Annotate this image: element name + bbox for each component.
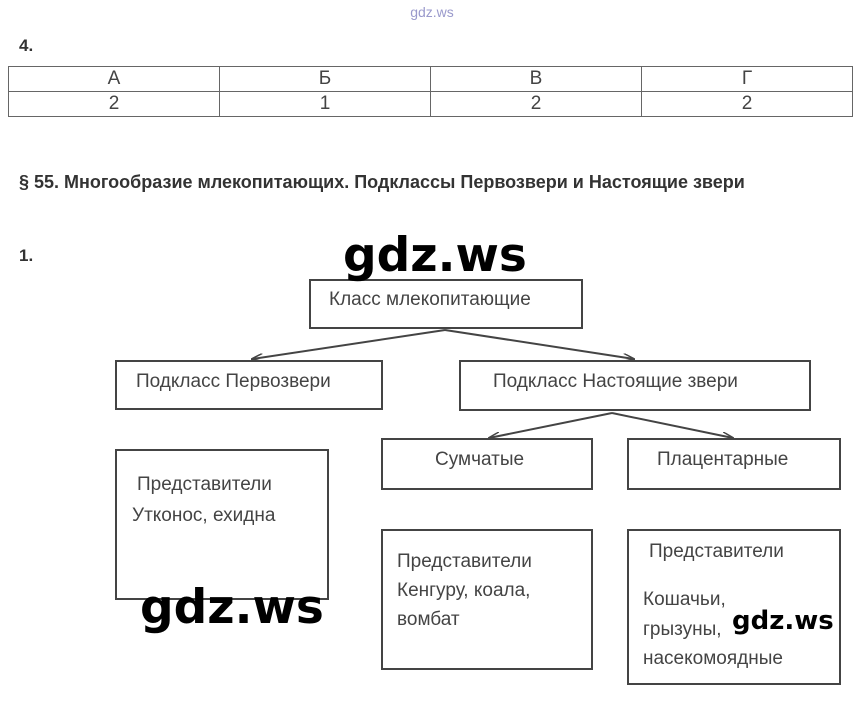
box-placentals: Плацентарные: [627, 438, 841, 490]
answer-table-value-row: 2 1 2 2: [8, 91, 853, 117]
box-subclass-prototheria: Подкласс Первозвери: [115, 360, 383, 410]
arrow-root-to-sub2: [444, 329, 634, 359]
answer-value-v: 2: [430, 91, 642, 117]
arrow-sub2-to-placentals: [611, 412, 733, 438]
answer-value-b: 1: [219, 91, 431, 117]
box-class-mammals: Класс млекопитающие: [309, 279, 583, 329]
box-subclass-theria: Подкласс Настоящие звери: [459, 360, 811, 411]
rep3-line1: Кошачьи,: [643, 589, 726, 610]
task-4-number: 4.: [19, 36, 34, 55]
watermark-large-1: gdz.ws: [343, 228, 527, 283]
box-subclass-theria-label: Подкласс Настоящие звери: [493, 371, 738, 392]
box-representatives-placentals: Представители Кошачьи, грызуны, насекомо…: [627, 529, 841, 685]
rep3-line3: насекомоядные: [643, 648, 783, 669]
arrow-sub2-to-marsupials: [489, 412, 613, 438]
watermark-medium: gdz.ws: [732, 606, 834, 636]
rep1-title: Представители: [137, 474, 272, 495]
rep1-items: Утконос, ехидна: [132, 505, 276, 526]
box-representatives-prototheria: Представители Утконос, ехидна: [115, 449, 329, 600]
answer-table-header-row: А Б В Г: [8, 66, 853, 92]
section-heading: § 55. Многообразие млекопитающих. Подкла…: [19, 172, 745, 192]
answer-header-g: Г: [641, 66, 853, 92]
watermark-large-2: gdz.ws: [140, 580, 324, 635]
rep2-line2: вомбат: [397, 609, 460, 630]
box-class-mammals-label: Класс млекопитающие: [329, 289, 531, 310]
rep3-line2: грызуны,: [643, 619, 722, 640]
box-placentals-label: Плацентарные: [657, 449, 789, 470]
answer-value-g: 2: [641, 91, 853, 117]
rep2-title: Представители: [397, 551, 532, 572]
box-subclass-prototheria-label: Подкласс Первозвери: [136, 371, 331, 392]
answer-table: А Б В Г 2 1 2 2: [8, 66, 853, 117]
rep3-title: Представители: [649, 541, 784, 562]
rep2-line1: Кенгуру, коала,: [397, 580, 531, 601]
answer-value-a: 2: [8, 91, 220, 117]
arrow-root-to-sub1: [252, 329, 446, 359]
box-marsupials: Сумчатые: [381, 438, 593, 490]
box-marsupials-label: Сумчатые: [435, 449, 525, 470]
watermark-small: gdz.ws: [410, 4, 454, 20]
task-1-number: 1.: [19, 246, 34, 265]
box-representatives-marsupials: Представители Кенгуру, коала, вомбат: [381, 529, 593, 670]
